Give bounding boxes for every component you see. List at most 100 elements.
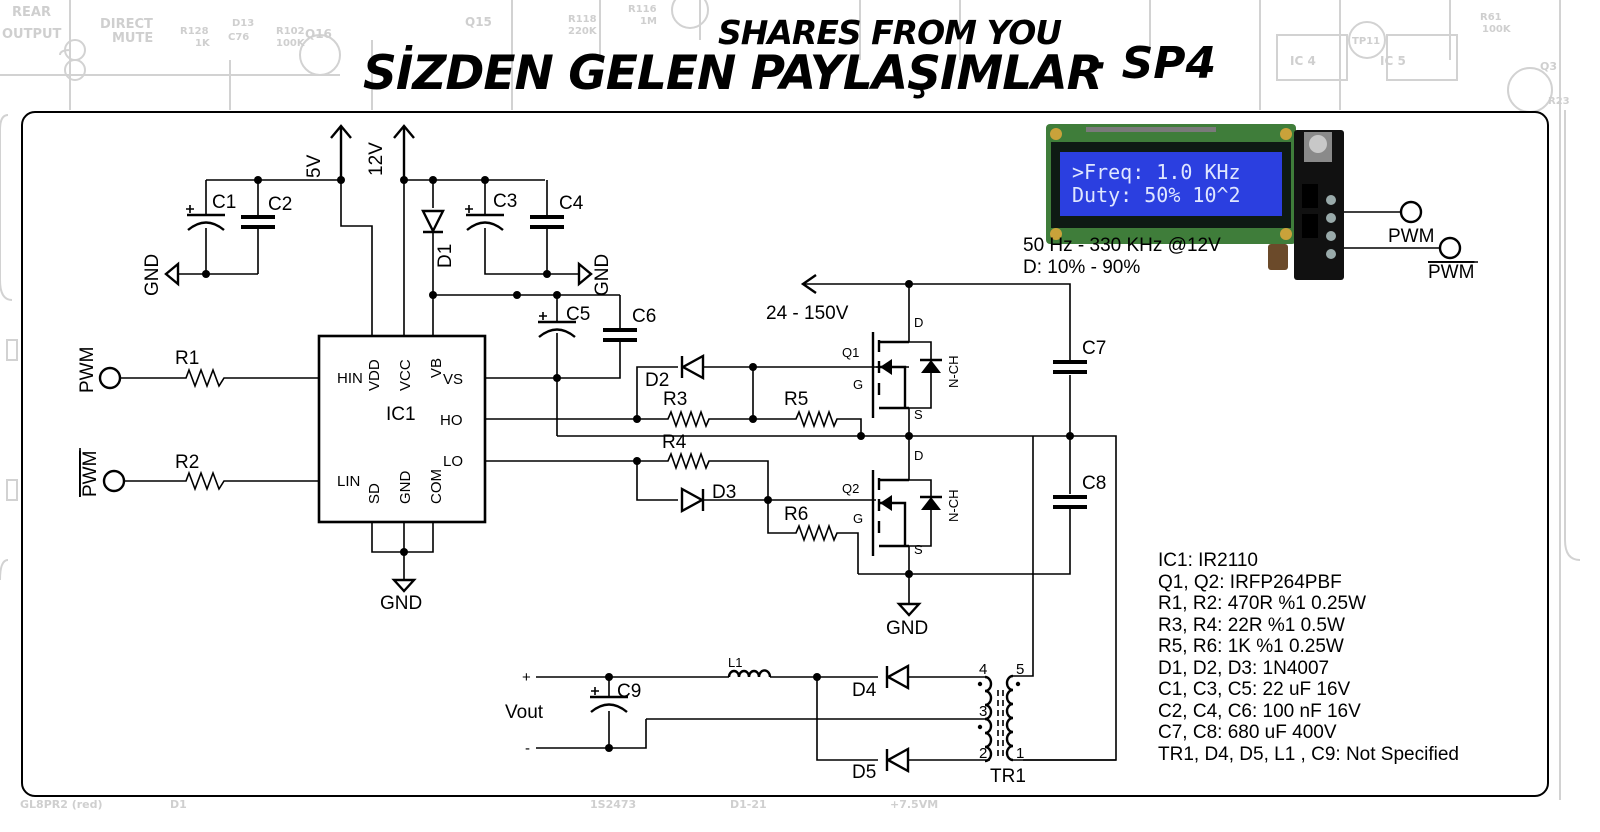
pin-gnd: GND — [397, 471, 414, 505]
ghost-label: +7.5VM — [890, 798, 938, 811]
pin-3: 3 — [979, 703, 987, 720]
transformer-tr1: 4 3 2 5 1 TR1 — [977, 661, 1116, 787]
ghost-label: 1S2473 — [590, 798, 636, 811]
wire — [178, 180, 259, 275]
module-pwm-n-label: PWM — [1428, 262, 1474, 283]
wire — [485, 295, 621, 436]
r3-label: R3 — [663, 389, 687, 410]
pin-lin: LIN — [337, 473, 360, 490]
pwm-n-label: PWM — [80, 451, 101, 497]
arrow-up-icon — [393, 124, 415, 180]
lcd-screen — [1060, 152, 1282, 216]
bom-item: C1, C3, C5: 22 uF 16V — [1158, 679, 1351, 700]
wire — [1013, 436, 1034, 677]
r5-label: R5 — [784, 389, 808, 410]
source-label: S — [914, 542, 923, 557]
bom-item: R1, R2: 470R %1 0.25W — [1158, 593, 1367, 614]
ghost-label: IC 5 — [1380, 54, 1406, 68]
bom-item: TR1, D4, D5, L1 , C9: Not Specified — [1158, 743, 1459, 765]
supply-12v: 12V — [366, 124, 415, 180]
q1-label: Q1 — [842, 345, 859, 360]
gnd-ic: GND — [380, 578, 422, 614]
diode-d2: D2 — [645, 353, 705, 391]
d2-label: D2 — [645, 370, 669, 391]
ghost-label: Q15 — [465, 15, 492, 29]
lcd-line-2: Duty: 50% 10^2 — [1072, 183, 1241, 207]
pin-5: 5 — [1016, 661, 1024, 678]
ghost-label: GL8PR2 (red) — [20, 798, 103, 811]
ghost-label: D1 — [170, 798, 187, 811]
gate-label: G — [853, 511, 863, 526]
capacitor-c3: C3 — [465, 191, 517, 231]
pwm-generator-module: >Freq: 1.0 KHz Duty: 50% 10^2 — [1046, 124, 1344, 280]
c6-label: C6 — [632, 306, 656, 327]
ghost-labels: REAR OUTPUT DIRECT MUTE R128 1K D13 C76 … — [2, 4, 1570, 811]
pin-vs: VS — [443, 371, 463, 388]
gnd-left: GND — [142, 254, 180, 296]
bom-item: C7, C8: 680 uF 400V — [1158, 722, 1337, 743]
vout-minus: - — [525, 740, 530, 757]
drain-label: D — [914, 448, 923, 463]
capacitor-c7: C7 — [1053, 338, 1106, 374]
ghost-label: 100K — [276, 38, 306, 49]
diode-d1: D1 — [421, 209, 456, 268]
bom-item: R3, R4: 22R %1 0.5W — [1158, 614, 1345, 636]
c4-label: C4 — [559, 193, 584, 214]
pin-vdd: VDD — [366, 359, 383, 391]
q2-label: Q2 — [842, 481, 859, 496]
bom-item: R5, R6: 1K %1 0.25W — [1158, 636, 1344, 657]
bill-of-materials: IC1: IR2110 Q1, Q2: IRFP264PBF R1, R2: 4… — [1158, 550, 1459, 765]
bom-item: Q1, Q2: IRFP264PBF — [1158, 571, 1342, 593]
wire-lo — [485, 451, 876, 574]
pin-hin: HIN — [337, 370, 363, 387]
ghost-label: 100K — [1482, 24, 1512, 35]
c9-label: C9 — [617, 681, 641, 702]
capacitor-c9: C9 — [590, 681, 641, 713]
ghost-label: REAR — [12, 5, 51, 20]
wire-ho — [485, 366, 909, 436]
lcd-line-1: >Freq: 1.0 KHz — [1072, 160, 1241, 184]
diode-d5: D5 — [852, 746, 910, 783]
bom-item: C2, C4, C6: 100 nF 16V — [1158, 700, 1361, 722]
d3-label: D3 — [712, 482, 736, 503]
pin-4: 4 — [979, 661, 987, 678]
subtitle: SHARES FROM YOU — [718, 13, 1062, 52]
pin-lo: LO — [443, 453, 463, 470]
capacitor-c6: C6 — [603, 306, 656, 342]
control-board — [1294, 130, 1344, 280]
ghost-label: R23 — [1548, 96, 1570, 107]
inductor-l1: L1 — [727, 655, 772, 678]
title-tag: - SP4 — [1088, 38, 1217, 89]
vout-plus: + — [522, 669, 531, 686]
pwm-label: PWM — [77, 347, 98, 393]
pwm-input: PWM R1 — [77, 347, 319, 393]
ghost-label: D1-21 — [730, 798, 767, 811]
ic1-label: IC1 — [386, 404, 416, 425]
tr1-label: TR1 — [990, 766, 1026, 787]
module-specs: 50 Hz - 330 KHz @12V D: 10% - 90% — [1023, 235, 1221, 279]
gnd-label: GND — [142, 254, 163, 296]
capacitor-c8: C8 — [1053, 473, 1106, 509]
hv-label: 24 - 150V — [766, 303, 849, 324]
capacitor-c5: C5 — [538, 304, 590, 338]
supply-5v: 5V — [304, 124, 352, 180]
page-title: SİZDEN GELEN PAYLAŞIMLAR — [363, 46, 1103, 101]
drain-label: D — [914, 315, 923, 330]
c1-label: C1 — [212, 192, 236, 213]
gate-label: G — [853, 377, 863, 392]
arrow-up-icon — [330, 124, 352, 180]
spec-duty: D: 10% - 90% — [1023, 257, 1141, 278]
ghost-label: R116 — [628, 4, 657, 15]
source-label: S — [914, 407, 923, 422]
bom-item: D1, D2, D3: 1N4007 — [1158, 657, 1330, 679]
capacitor-c2: C2 — [241, 194, 292, 229]
mosfet-q1: D Q1 G S N-CH — [842, 284, 961, 436]
c7-label: C7 — [1082, 338, 1106, 359]
pwm-out-terminal — [1399, 200, 1423, 224]
ghost-label: Q3 — [1540, 60, 1557, 73]
pin-vcc: VCC — [397, 359, 414, 391]
c5-label: C5 — [566, 304, 590, 325]
ghost-label: C76 — [228, 32, 249, 43]
